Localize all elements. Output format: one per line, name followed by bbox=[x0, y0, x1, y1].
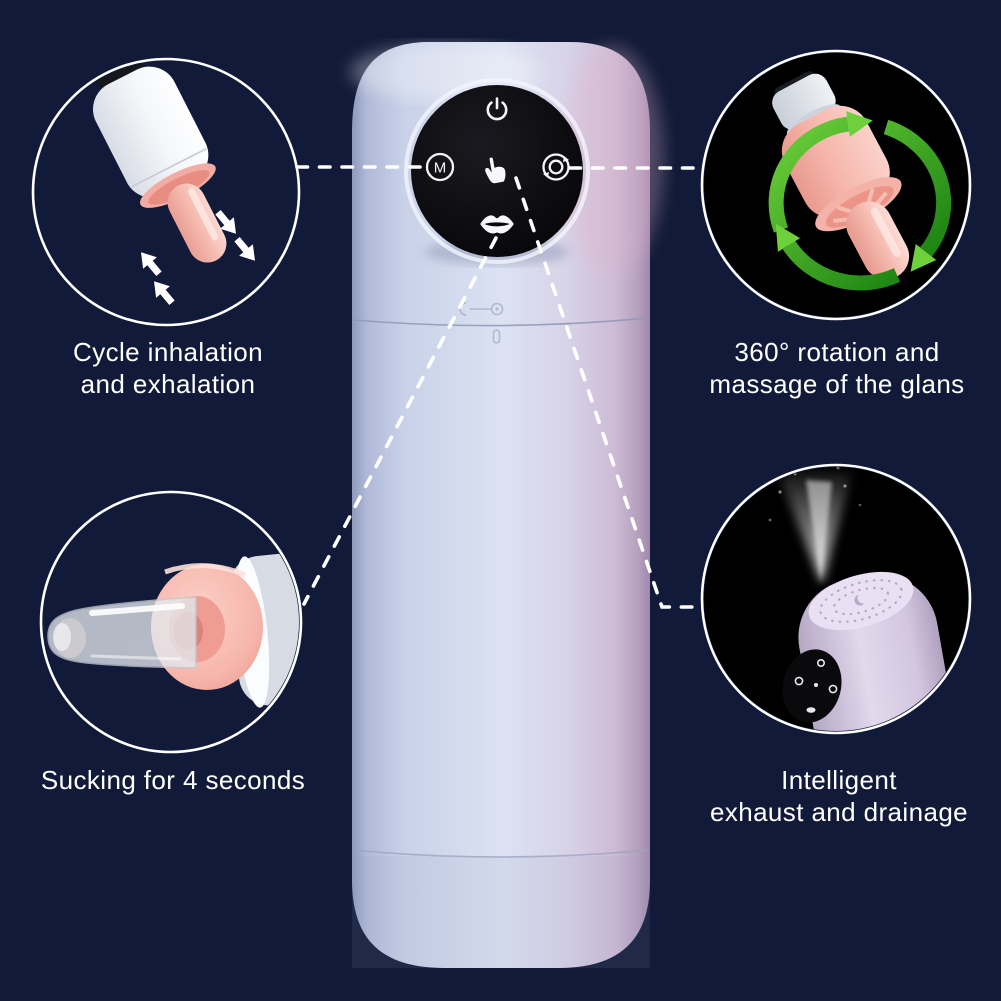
feature-ring bbox=[700, 463, 972, 735]
caption-line: Intelligent bbox=[781, 765, 897, 795]
engraved-logo bbox=[459, 302, 504, 344]
connector-bottom-left bbox=[302, 236, 498, 606]
mode-letter: M bbox=[434, 159, 447, 176]
back-panel bbox=[782, 649, 842, 723]
mode-m-icon[interactable]: M bbox=[425, 152, 455, 182]
feature-graphic-cycle bbox=[88, 61, 262, 309]
feature-circle-cycle bbox=[31, 57, 301, 327]
device-body bbox=[352, 42, 650, 968]
control-panel: M bbox=[404, 78, 590, 265]
seam-line-lower bbox=[352, 849, 650, 858]
feature-caption-sucking: Sucking for 4 seconds bbox=[20, 765, 326, 797]
insert-rod bbox=[167, 183, 227, 263]
caption-line: 360° rotation and bbox=[734, 337, 940, 367]
feature-circle-exhaust bbox=[700, 463, 972, 735]
seam-line-upper bbox=[353, 317, 649, 327]
main-device-render: M bbox=[350, 42, 664, 968]
feature-caption-exhaust: Intelligent exhaust and drainage bbox=[686, 765, 992, 828]
feature-graphic-rotation bbox=[764, 71, 952, 291]
feature-graphic-sucking bbox=[47, 545, 299, 708]
rotation-arrows-icon bbox=[764, 107, 952, 291]
feature-ring bbox=[700, 49, 972, 321]
lips-icon[interactable] bbox=[480, 215, 514, 234]
connector-lines bbox=[295, 165, 704, 609]
caption-line: massage of the glans bbox=[709, 368, 965, 399]
feature-ring bbox=[31, 57, 301, 327]
device-back-view bbox=[798, 575, 968, 731]
feature-circle-rotation bbox=[700, 49, 972, 321]
device-end bbox=[229, 545, 299, 706]
feature-circle-sucking bbox=[39, 490, 303, 754]
crescent-logo bbox=[854, 592, 869, 606]
touch-icon[interactable] bbox=[483, 155, 507, 184]
connector-bottom-right bbox=[514, 176, 704, 609]
power-icon[interactable] bbox=[486, 97, 508, 121]
panel-bezel bbox=[404, 78, 590, 264]
bottom-cap-shade bbox=[352, 856, 650, 968]
rotate-icon[interactable] bbox=[542, 153, 570, 181]
speaker-dots bbox=[819, 579, 903, 623]
feature-ring bbox=[39, 490, 303, 754]
caption-line: exhaust and drainage bbox=[709, 796, 969, 827]
cap-pink-sheen bbox=[560, 45, 664, 275]
caption-line: Cycle inhalation bbox=[73, 337, 263, 367]
caption-line: Sucking for 4 seconds bbox=[40, 765, 306, 795]
glass-tube bbox=[47, 596, 197, 669]
feature-caption-rotation: 360° rotation and massage of the glans bbox=[686, 337, 988, 400]
feature-caption-cycle: Cycle inhalation and exhalation bbox=[18, 337, 318, 400]
mini-device-body bbox=[92, 66, 209, 198]
insert-rod bbox=[846, 201, 910, 280]
feature-graphic-exhaust bbox=[768, 467, 968, 731]
caption-line: and exhalation bbox=[80, 368, 256, 399]
